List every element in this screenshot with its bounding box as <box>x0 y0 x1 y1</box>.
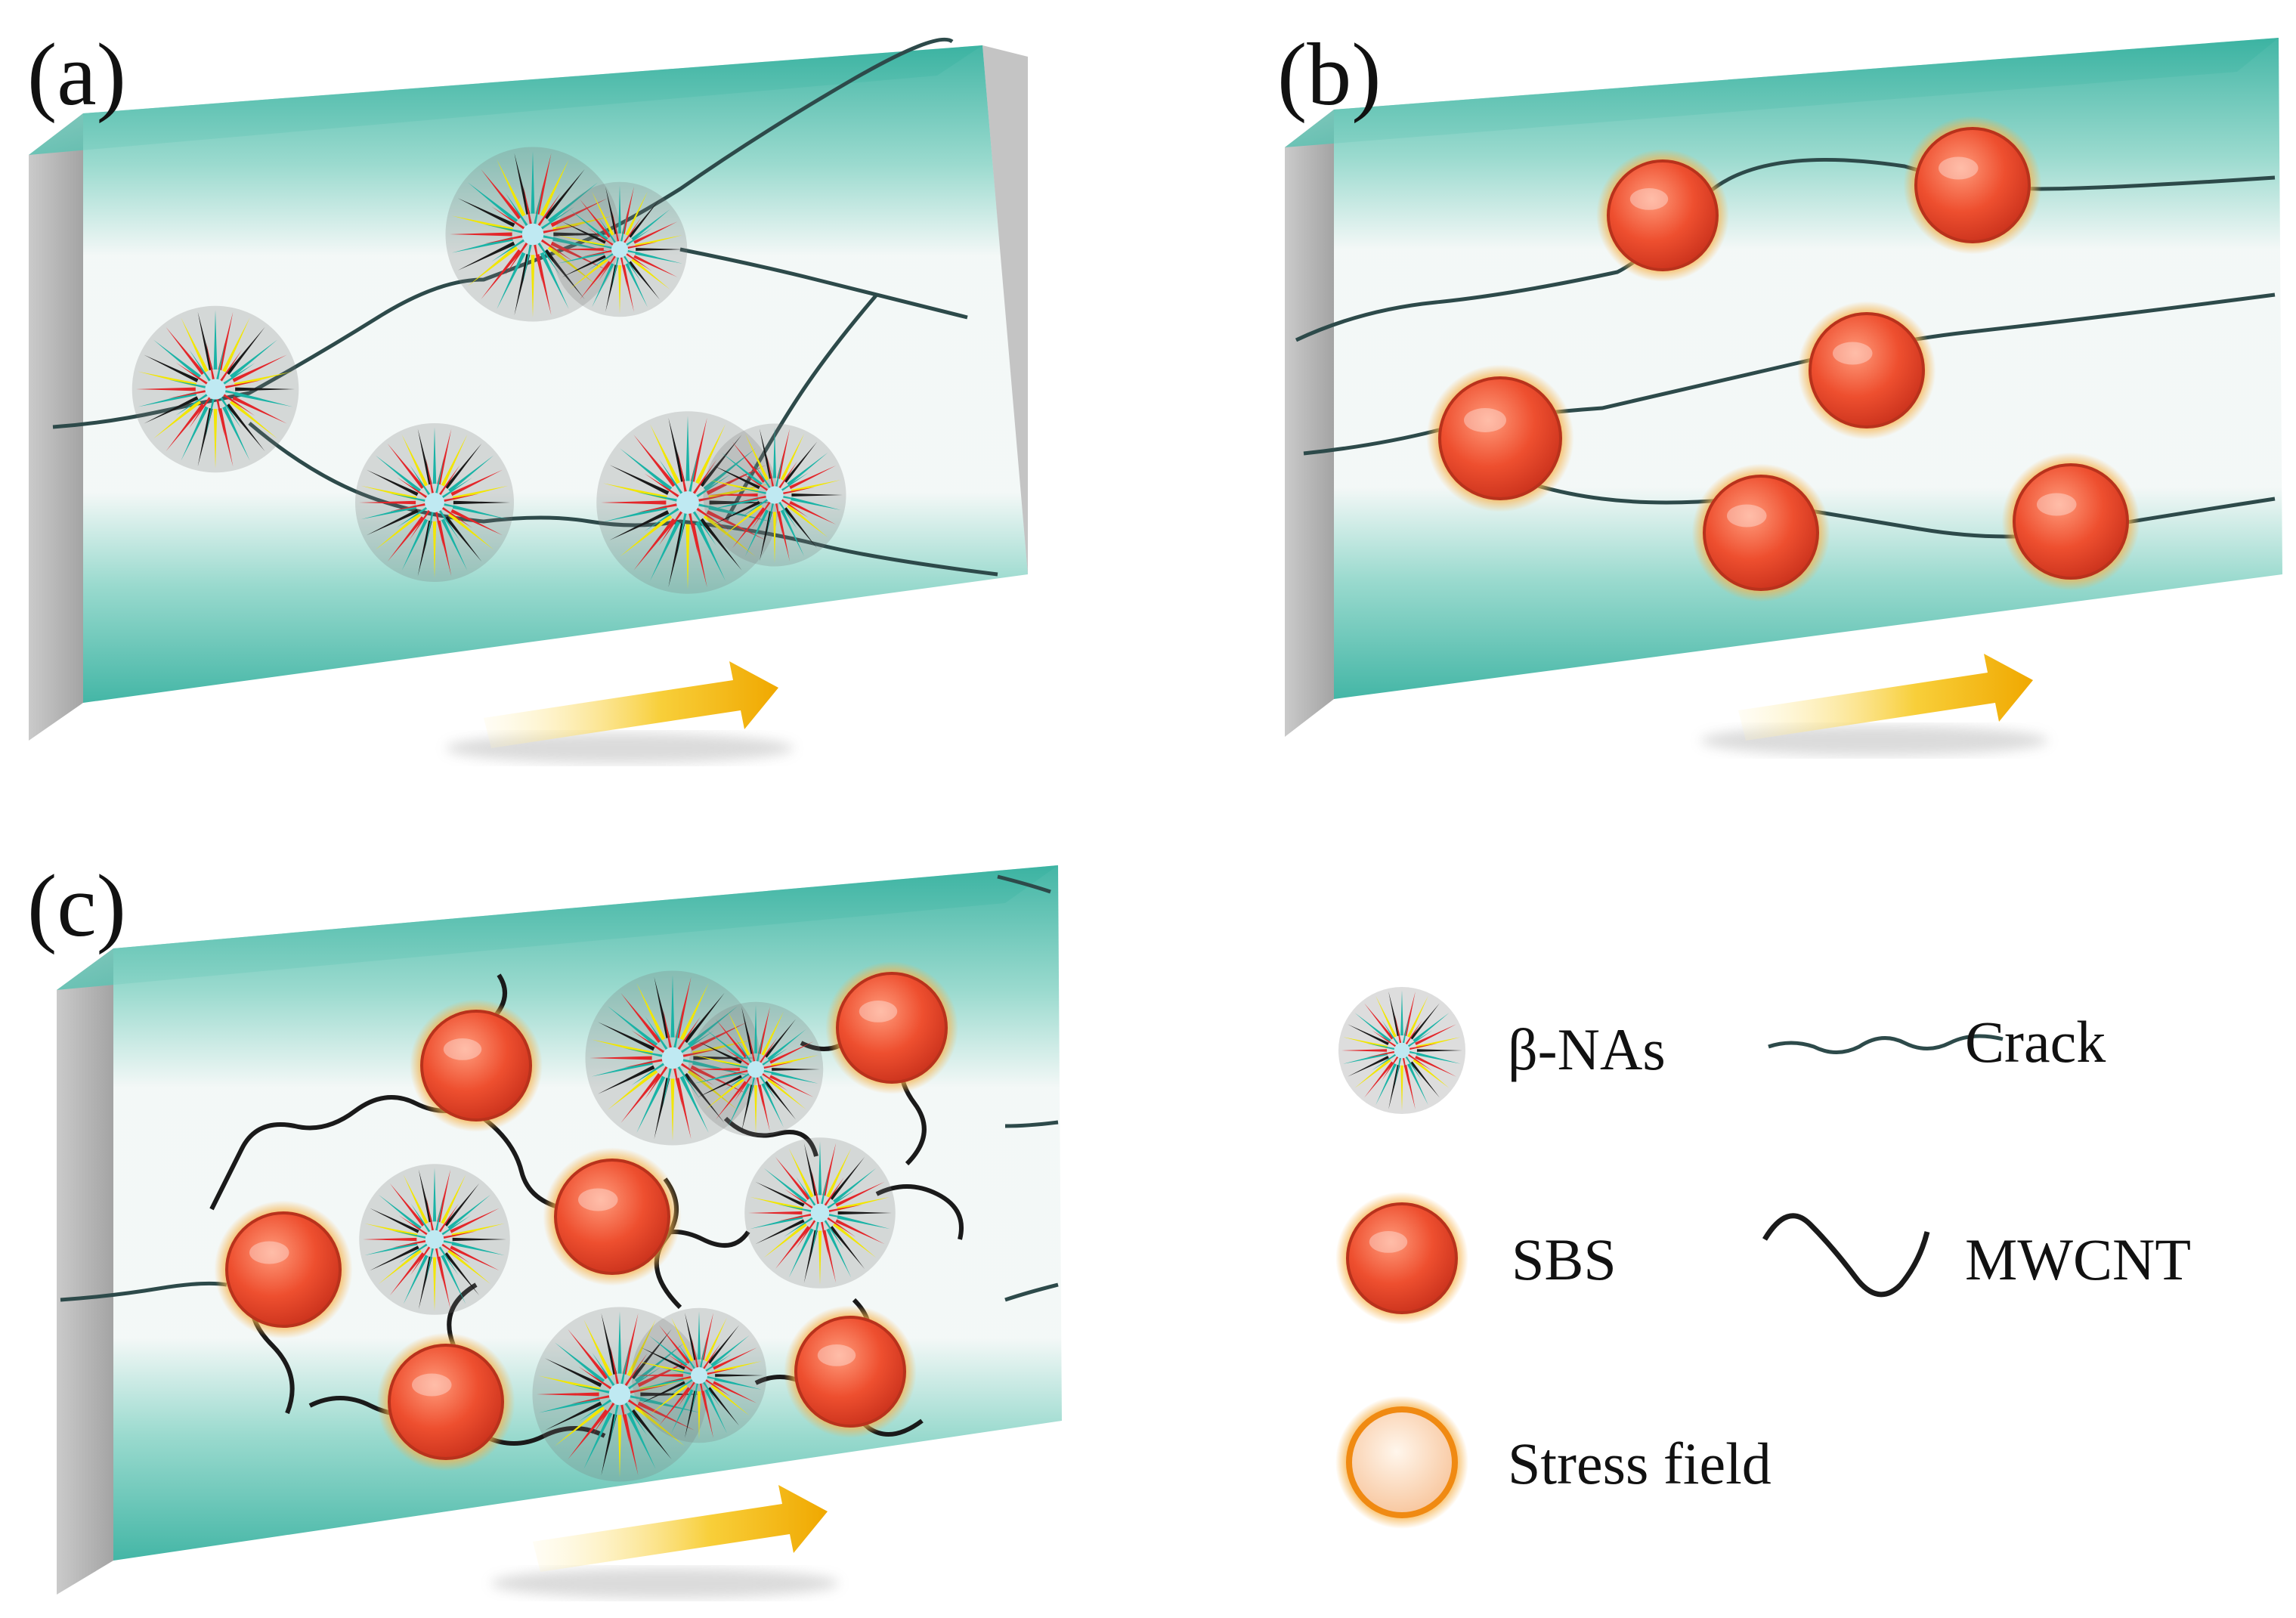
direction-arrow <box>484 661 778 748</box>
sbs-particle <box>784 1305 917 1438</box>
legend-mwcnt-icon <box>1762 1213 1930 1298</box>
nanoarray-particle <box>132 305 299 473</box>
legend <box>1335 987 2004 1529</box>
crack-line <box>52 37 954 429</box>
arrow-shadow <box>491 1568 839 1598</box>
panel-a <box>29 37 1028 763</box>
legend-label-mwcnt: MWCNT <box>1965 1227 2191 1292</box>
nanoarray-particle <box>585 970 760 1146</box>
legend-label-sbs: SBS <box>1512 1227 1617 1292</box>
nanoarray-particle <box>703 423 846 567</box>
legend-stress-icon <box>1335 1396 1468 1529</box>
mwcnt-tube <box>209 1095 478 1211</box>
mwcnt-tube <box>723 1116 818 1157</box>
matrix-right-face <box>982 45 1028 574</box>
sbs-particle <box>214 1200 353 1339</box>
mwcnt-tube <box>875 1184 964 1240</box>
direction-arrow <box>1738 654 2033 741</box>
nanoarray-particle <box>688 1001 824 1137</box>
direction-arrow <box>533 1485 828 1572</box>
nanoarray-particle <box>631 1307 767 1443</box>
nanoarray-particle <box>355 423 514 582</box>
legend-crack-icon <box>1768 1034 2004 1054</box>
panel-c <box>57 865 1062 1598</box>
panel-label-a: (a) <box>27 25 126 124</box>
matrix-side-face <box>1285 110 1334 737</box>
sbs-particle <box>410 999 543 1132</box>
sbs-particle <box>1691 463 1830 602</box>
sbs-particle <box>825 961 958 1094</box>
nanoarray-particle <box>359 1164 510 1315</box>
legend-label-crack: Crack <box>1965 1009 2106 1075</box>
sbs-particle <box>543 1147 682 1286</box>
matrix-side-face <box>57 948 113 1595</box>
panel-label-c: (c) <box>27 856 126 955</box>
panel-label-b: (b) <box>1277 25 1382 124</box>
legend-label-nanoarray: β-NAs <box>1508 1016 1666 1082</box>
nanoarray-particle <box>744 1137 896 1289</box>
panel-b <box>1285 38 2282 756</box>
sbs-particle <box>1903 116 2042 255</box>
crack-line <box>997 874 1059 1302</box>
legend-nanoarray-icon <box>1338 987 1465 1114</box>
crack-line <box>60 1281 227 1302</box>
crack-line <box>248 422 998 577</box>
sbs-particle <box>376 1332 515 1471</box>
sbs-particle <box>1426 364 1574 512</box>
legend-label-stress: Stress field <box>1508 1431 1772 1496</box>
sbs-particle <box>1596 149 1729 282</box>
sbs-particle <box>2001 452 2140 591</box>
sbs-particle <box>1797 301 1936 440</box>
nanoarray-particle <box>532 1307 707 1482</box>
nanoarray-particle <box>552 181 688 317</box>
nanoarray-particle <box>445 147 620 322</box>
legend-sbs-icon <box>1335 1192 1468 1325</box>
